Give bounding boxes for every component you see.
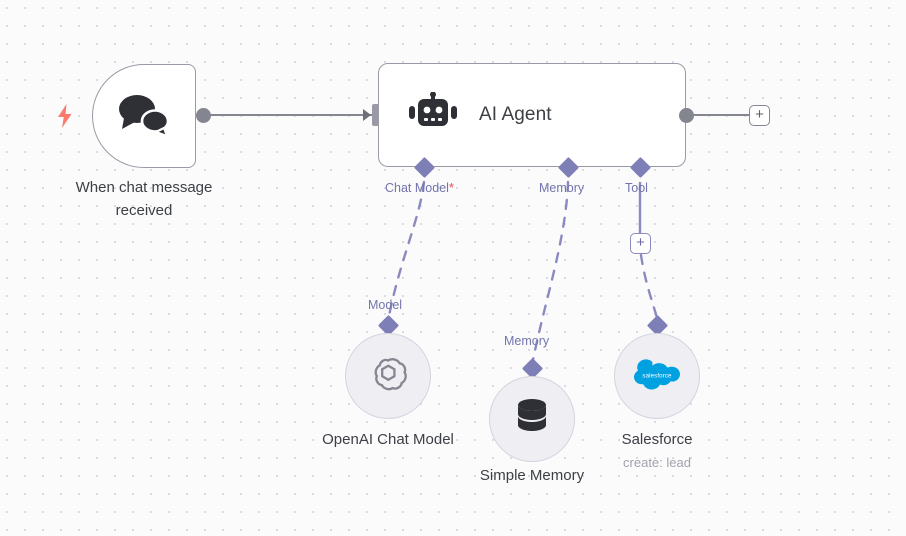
node-salesforce[interactable]: salesforce <box>614 333 700 419</box>
node-when-chat-message-received[interactable] <box>92 64 196 168</box>
chat-bubbles-icon <box>116 91 172 142</box>
node-sublabel-salesforce: create: lead <box>623 455 691 470</box>
node-simple-memory[interactable] <box>489 376 575 462</box>
add-node-button[interactable]: + <box>749 105 770 126</box>
database-icon <box>513 397 551 442</box>
node-ai-agent[interactable]: AI Agent <box>378 63 686 167</box>
port-label-chat-model: Chat Model* <box>385 181 454 195</box>
node-label-ai-agent: AI Agent <box>479 104 552 125</box>
node-openai-chat-model[interactable] <box>345 333 431 419</box>
node-label-trigger: When chat message received <box>75 179 213 219</box>
trigger-output-handle[interactable] <box>196 108 211 123</box>
robot-icon <box>409 91 457 139</box>
openai-logo-icon <box>368 354 408 399</box>
agent-input-arrow-icon <box>363 109 371 121</box>
node-label-salesforce: Salesforce <box>621 431 693 448</box>
agent-input-handle[interactable] <box>372 104 381 126</box>
salesforce-cloud-icon: salesforce <box>634 358 680 395</box>
port-label-memory: Memory <box>539 181 585 195</box>
node-label-openai-chat-model: OpenAI Chat Model <box>322 431 454 448</box>
svg-text:salesforce: salesforce <box>642 372 672 379</box>
lightning-bolt-icon <box>56 104 74 128</box>
node-label-simple-memory: Simple Memory <box>479 467 585 484</box>
edge-tool-to-salesforce <box>639 253 659 320</box>
port-label-simple-memory: Memory <box>504 334 550 348</box>
edge-agent-to-openai <box>387 180 426 318</box>
port-label-openai-model: Model <box>368 298 403 312</box>
add-tool-button[interactable]: + <box>630 233 651 254</box>
agent-output-handle[interactable] <box>679 108 694 123</box>
required-marker: * <box>448 181 454 195</box>
port-label-tool: Tool <box>625 181 648 195</box>
